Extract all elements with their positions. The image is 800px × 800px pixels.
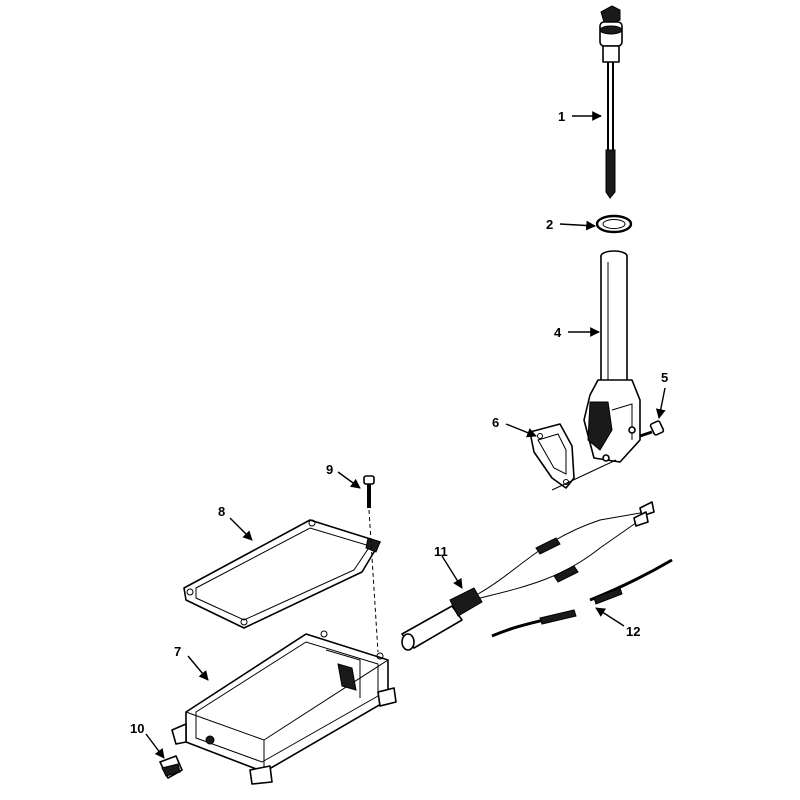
part-10-plug	[159, 755, 183, 779]
part-5-screw	[639, 420, 665, 438]
callout-12: 12	[626, 624, 640, 639]
callout-10: 10	[130, 721, 144, 736]
part-9-bolt	[363, 475, 379, 653]
callout-8: 8	[218, 504, 225, 519]
part-12-wire-leads	[491, 558, 673, 638]
part-11-sender-harness	[401, 501, 655, 651]
part-2-seal-ring	[595, 214, 633, 234]
leader-lines	[145, 111, 666, 759]
callout-6: 6	[492, 415, 499, 430]
callout-1: 1	[558, 109, 565, 124]
callout-9: 9	[326, 462, 333, 477]
part-4-dipstick-tube	[583, 250, 641, 463]
callout-11: 11	[434, 544, 448, 559]
callout-7: 7	[174, 644, 181, 659]
callout-labels: 1 2 4 5 6 7 8 9 10 11 12	[130, 109, 668, 736]
part-7-housing	[171, 630, 397, 785]
part-6-gasket	[529, 423, 617, 491]
callout-5: 5	[661, 370, 668, 385]
callout-2: 2	[546, 217, 553, 232]
part-1-dipstick	[599, 5, 623, 199]
callout-4: 4	[554, 325, 562, 340]
part-8-cover-gasket	[183, 519, 381, 629]
